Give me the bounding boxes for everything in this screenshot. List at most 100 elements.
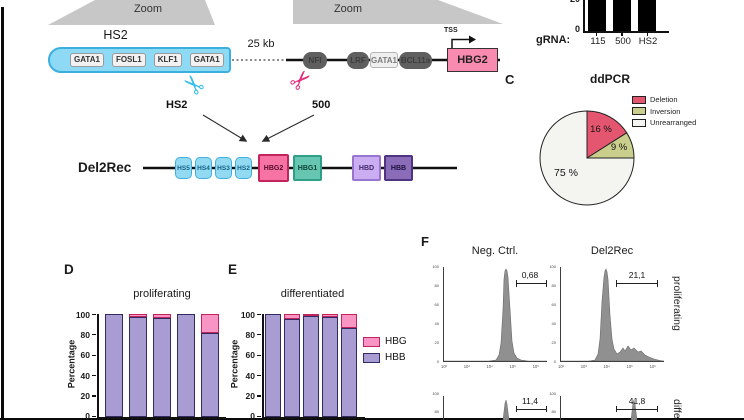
- f4-gate-line: [616, 409, 658, 411]
- frame-bottom-border: [0, 418, 744, 420]
- tick-label: 80: [551, 409, 556, 414]
- zoom-label-left: Zoom: [133, 3, 163, 15]
- f1-gate-value: 0,68: [521, 270, 539, 280]
- f-row-label-differentiated: differentiated: [671, 399, 683, 420]
- tick-label: 60: [551, 301, 556, 307]
- tick-label: 100: [76, 310, 96, 320]
- tf-box-bcl11a: BCL11a: [399, 52, 432, 69]
- f4-y-axis: [560, 396, 561, 420]
- tick-label: 100: [432, 263, 439, 269]
- tick-label: 60: [81, 350, 96, 360]
- b-x-tickmarks: [596, 32, 648, 36]
- hbg-segment: [284, 314, 300, 320]
- e-bar-3: [303, 314, 319, 417]
- tick-label: 40: [551, 320, 556, 326]
- tss-label: TSS: [444, 27, 458, 34]
- hbb-swatch: [363, 352, 380, 363]
- e-x-axis: [262, 417, 365, 419]
- del2rec-box-hs5: HS5: [175, 157, 192, 179]
- del2rec-box-hs3: HS3: [215, 157, 232, 179]
- hs2-enhancer-pill: GATA1 FOSL1 KLF1 GATA1: [48, 47, 231, 73]
- tf-site-gata1-1: GATA1: [70, 53, 104, 67]
- pie-label-inversion: 9 %: [610, 142, 628, 153]
- b-bar-115: [588, 0, 606, 31]
- hbg-segment: [322, 314, 338, 318]
- b-cat-115: 115: [590, 36, 606, 47]
- tf-site-fosl1: FOSL1: [111, 53, 146, 67]
- tick-label: 80: [551, 282, 556, 288]
- hbb-segment: [129, 317, 147, 417]
- tf-site-gata1-2: GATA1: [189, 53, 224, 67]
- tick-label: 100: [432, 391, 439, 396]
- d-x-axis: [97, 417, 226, 419]
- b-ytick-20: 20: [566, 0, 580, 4]
- b-y-axis: [583, 0, 585, 32]
- hbb-segment: [153, 318, 171, 417]
- hbg-segment: [201, 314, 219, 333]
- zoom-label-right: Zoom: [333, 3, 363, 15]
- d-bar-2: [129, 314, 147, 417]
- f2-x-axis: [560, 361, 664, 362]
- pie-legend: Deletion Inversion Unrearranged: [632, 95, 696, 127]
- f1-gate-tick-left: [516, 280, 518, 287]
- f-col-title-negctrl: Neg. Ctrl.: [471, 245, 519, 257]
- tick-label: 0: [553, 358, 556, 364]
- legend-label: HBB: [385, 352, 406, 363]
- tick-label: 20: [81, 391, 96, 401]
- panel-f-letter: F: [421, 234, 429, 249]
- tick-label: 10⁴: [486, 364, 493, 369]
- ddpcr-pie-chart: [539, 110, 635, 206]
- del2rec-box-hbb: HBB: [384, 155, 413, 181]
- panel-c-letter: C: [505, 72, 515, 87]
- e-bar-2: [284, 314, 300, 417]
- hbg-swatch: [363, 336, 380, 347]
- d-bar-3: [153, 314, 171, 417]
- f-row-label-proliferating: proliferating: [671, 276, 683, 331]
- hbb-segment: [322, 317, 338, 417]
- f2-histogram: [560, 268, 664, 361]
- tick-label: 0: [85, 411, 96, 420]
- legend-row-hbb: HBB: [363, 352, 407, 363]
- f4-gate-value: 41,8: [628, 396, 646, 406]
- b-bar-500: [613, 0, 631, 31]
- frame-left-border: [1, 7, 4, 420]
- del2rec-box-hs4: HS4: [195, 157, 212, 179]
- cut-arrow-left: [202, 114, 248, 142]
- hbb-segment: [303, 316, 319, 417]
- f1-gate-tick-right: [545, 280, 547, 287]
- d-bar-5: [201, 314, 219, 417]
- f2-gate-line: [616, 283, 658, 285]
- tick-label: 60: [246, 350, 261, 360]
- tick-label: 10⁵: [626, 364, 633, 369]
- pie-slice-deletion: [586, 110, 628, 159]
- hbg-hbb-legend: HBG HBB: [363, 336, 407, 363]
- f2-y-axis: [560, 267, 561, 362]
- cut-arrow-right: [261, 114, 315, 142]
- tick-label: 10⁶: [649, 364, 656, 369]
- hbb-segment: [177, 314, 195, 417]
- hbg-segment: [303, 314, 319, 316]
- unrearranged-swatch: [632, 118, 646, 127]
- tick-label: 10²: [558, 364, 565, 369]
- tick-label: 20: [434, 339, 439, 345]
- hbb-segment: [341, 328, 357, 417]
- legend-label: HBG: [385, 336, 407, 347]
- tick-label: 10³: [580, 364, 587, 369]
- d-x-tickmarks: [113, 418, 210, 420]
- tss-arrowhead: [469, 35, 476, 44]
- hbg2-gene-box: HBG2: [447, 48, 498, 72]
- pie-label-unrearranged: 75 %: [554, 167, 578, 179]
- b-x-axis: [583, 31, 669, 33]
- legend-row-hbg: HBG: [363, 336, 407, 347]
- f1-x-axis: [443, 361, 547, 362]
- d-bar-1: [105, 314, 123, 417]
- f3-gate-tick-right: [545, 406, 547, 412]
- hs2-region-title: HS2: [103, 28, 128, 42]
